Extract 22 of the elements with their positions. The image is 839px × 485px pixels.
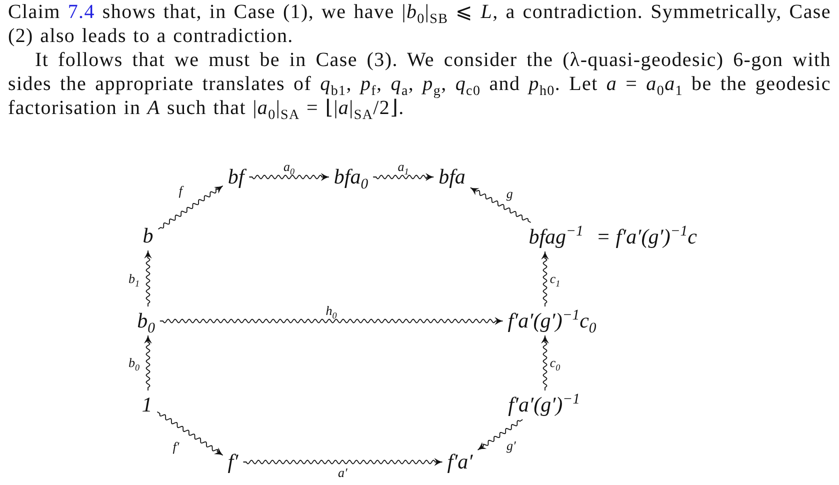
edge-label: h$_{0}$ xyxy=(324,304,338,318)
paragraph-text: Claim 7.4 shows that, in Case (1), we have |b$_{0}$|$_{SB}$ ⩽ L, a contradiction. Symmetrically, Case (2) also leads to a contradiction. xyxy=(8,0,831,48)
edge-label: f′ xyxy=(172,439,180,454)
vertex-label: f′ xyxy=(222,447,244,477)
edge-label: a′ xyxy=(337,466,348,480)
cross-reference-link: 7.4 xyxy=(68,1,95,23)
vertex-label: b xyxy=(138,221,158,251)
vertex-label: b$_{0}$ xyxy=(132,306,160,336)
vertex-label: bfa xyxy=(434,162,470,192)
equation-text: = f′a′(g′)$^{−1}$c xyxy=(596,225,697,249)
paragraph-text: It follows that we must be in Case (3). We consider the (λ-quasi-geodesic) 6-gon with sides the appropriate translates of q$_{b1}$, p$_{f}$, q$_{a}$, p$_{g}$, q$_{c0}$ and p$_{h0}$. Let a = a$_{0}$a$_{1}$ be the geodesic factorisation in A such that |a$_{0}$|$_{SA}$ = ⌊|a|$_{SA}$/2⌋. xyxy=(8,48,831,120)
vertex-label: 1 xyxy=(136,390,158,420)
edge-label: g′ xyxy=(505,438,517,453)
vertex-label: bf xyxy=(222,162,250,192)
vertex-label: bfag$^{−1}$ xyxy=(524,222,588,252)
vertex-label: f′a′(g′)$^{−1}$c$_{0}$ xyxy=(502,306,602,336)
vertex-label: f′a′ xyxy=(442,447,478,477)
edge-label: f xyxy=(178,184,184,199)
vertex-label: bfa$_{0}$ xyxy=(328,162,374,192)
edge-label: b$_{1}$ xyxy=(127,271,141,286)
edge-label: b$_{0}$ xyxy=(127,356,141,370)
vertex-label: f′a′(g′)$^{−1}$ xyxy=(503,390,585,420)
